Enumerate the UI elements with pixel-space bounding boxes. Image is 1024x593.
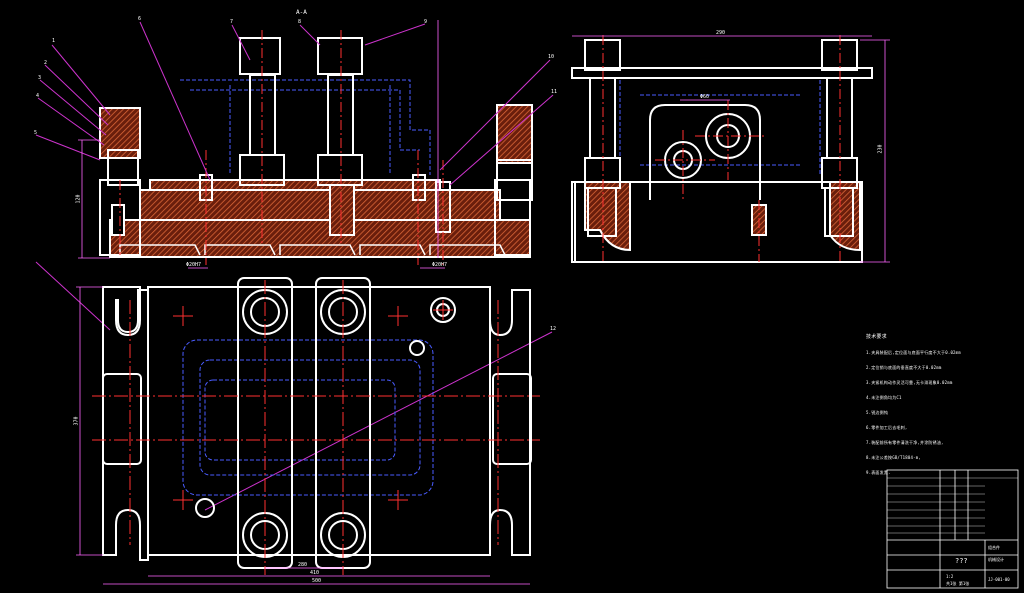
- note-line: 5.锐边倒钝: [866, 410, 889, 415]
- balloon-4: 4: [36, 93, 40, 99]
- notes-title: 技术要求: [866, 334, 887, 340]
- note-line: 7.装配前所有零件清洗干净,并涂防锈油,: [866, 440, 944, 445]
- dim-side-width: 290: [716, 30, 726, 36]
- dim-side-bore: Φ60: [700, 94, 710, 100]
- dim-plan-inner: 280: [298, 562, 308, 568]
- title-block-name: ???: [955, 557, 968, 565]
- dim-front-height: 120: [75, 194, 82, 204]
- title-block-company: 机械设计: [988, 557, 1004, 562]
- balloon-10: 10: [548, 54, 555, 60]
- plan-crosshairs: [173, 300, 453, 510]
- note-line: 3.夹紧机构动作灵活可靠,无卡滞现象0.02mm: [866, 380, 953, 385]
- plan-centerlines: [92, 280, 540, 575]
- balloon-2: 2: [44, 60, 48, 66]
- technical-notes: 技术要求 1.夹具装配后,定位面与底面平行度不大于0.02mm 2.定位销与底面…: [866, 330, 961, 480]
- dim-plan-height: 370: [73, 416, 80, 426]
- balloon-6: 6: [138, 16, 142, 22]
- note-line: 9.表面发黑.: [866, 470, 891, 475]
- side-view: [571, 39, 873, 263]
- balloon-5: 5: [34, 130, 38, 136]
- note-line: 2.定位销与底面的垂直度不大于0.02mm: [866, 365, 942, 370]
- note-line: 6.零件加工后去毛刺,: [866, 425, 908, 430]
- dim-front-fit-right: Φ20H7: [432, 262, 448, 268]
- dim-plan-total: 500: [312, 578, 322, 584]
- front-label-a: A-A: [296, 9, 307, 16]
- balloon-7: 7: [230, 19, 234, 25]
- balloon-3: 3: [38, 75, 42, 81]
- dim-side-height: 230: [877, 144, 884, 154]
- note-line: 8.未注公差按GB/T1804-m,: [866, 455, 921, 460]
- front-section-view: [99, 37, 533, 258]
- plan-view: [102, 277, 532, 569]
- title-block-material: 组合件: [988, 545, 1000, 550]
- dim-front-fit-left: Φ20H7: [186, 262, 202, 268]
- balloon-11: 11: [551, 89, 558, 95]
- front-leaders: [35, 21, 554, 511]
- balloon-12: 12: [550, 326, 557, 332]
- title-block-grid: [886, 469, 1019, 589]
- note-line: 1.夹具装配后,定位面与底面平行度不大于0.02mm: [866, 350, 961, 355]
- balloon-9: 9: [424, 19, 428, 25]
- dim-plan-mid: 410: [310, 570, 320, 576]
- balloon-8: 8: [298, 19, 302, 25]
- title-block-scale: 1:2: [946, 574, 954, 579]
- side-centerlines: [602, 35, 841, 262]
- side-dimensions: [572, 35, 890, 263]
- balloon-1: 1: [52, 38, 56, 44]
- front-dimensions: [78, 20, 445, 269]
- front-centerlines: [119, 30, 444, 265]
- title-block-drawing-no: JJ-001-00: [988, 577, 1010, 582]
- plan-dimensions: [76, 286, 530, 585]
- note-line: 4.未注倒角均为C1: [866, 395, 902, 400]
- title-block-sheet: 共1张 第1张: [946, 581, 970, 586]
